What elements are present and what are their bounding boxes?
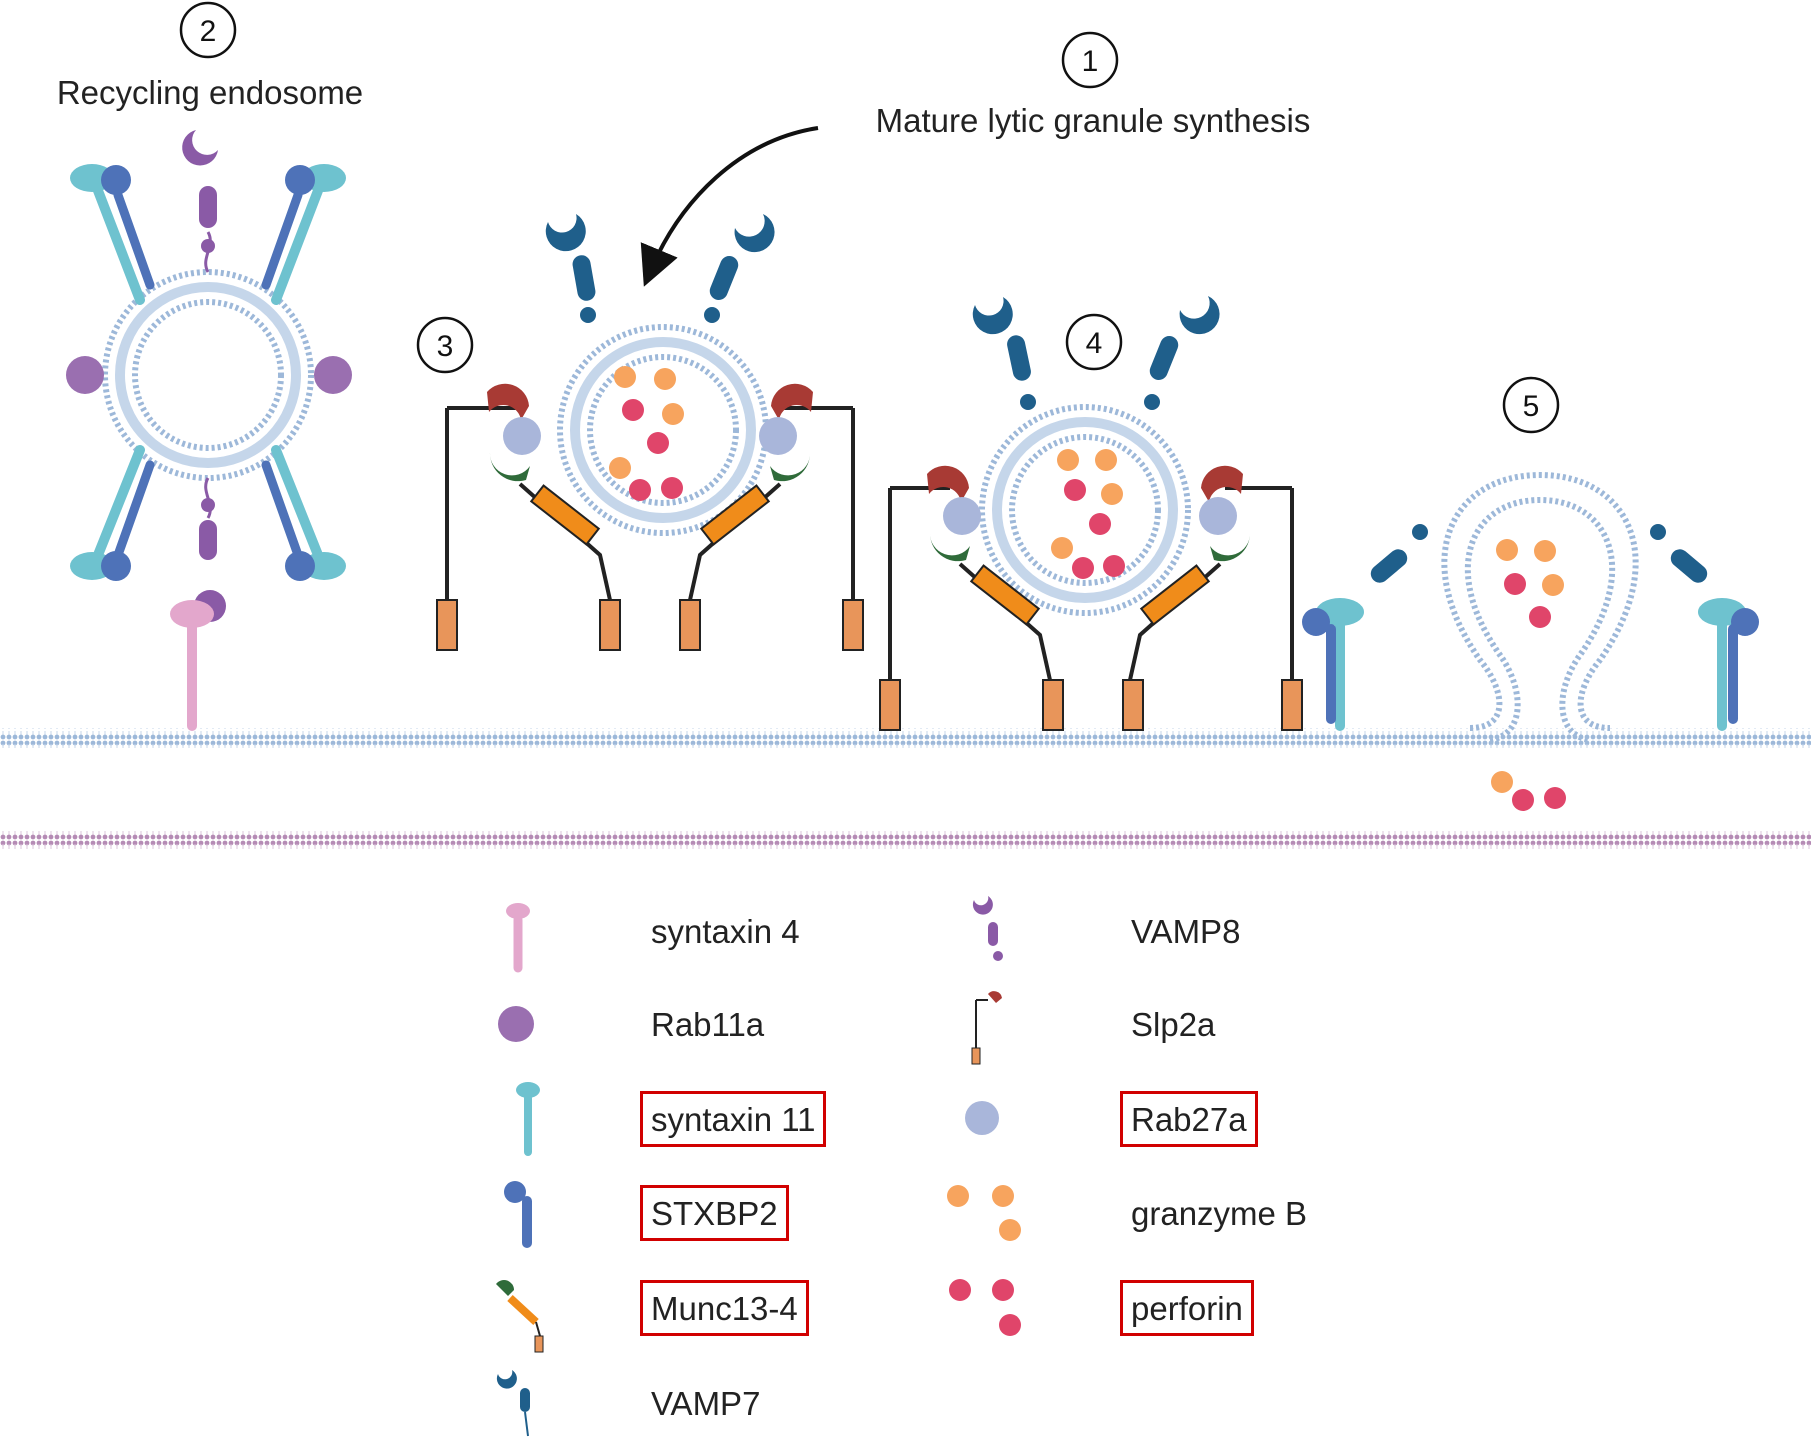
legend-label-granzyme-b: granzyme B bbox=[1131, 1197, 1307, 1230]
legend-label-syntaxin-11: syntaxin 11 bbox=[640, 1091, 827, 1147]
lytic-granule-step-4 bbox=[979, 404, 1191, 616]
target-cell-membrane bbox=[0, 830, 1811, 850]
slp2a-icon bbox=[879, 465, 1303, 731]
legend-text: STXBP2 bbox=[651, 1195, 778, 1232]
syntaxin-11-icon bbox=[70, 164, 346, 580]
step-1-label: Mature lytic granule synthesis bbox=[876, 102, 1311, 139]
legend-text: VAMP7 bbox=[651, 1385, 761, 1422]
legend-text: Rab11a bbox=[651, 1006, 765, 1043]
legend-text: Slp2a bbox=[1131, 1006, 1216, 1043]
vamp8-icon bbox=[182, 130, 226, 622]
legend-label-syntaxin-4: syntaxin 4 bbox=[651, 915, 800, 948]
legend-text: syntaxin 11 bbox=[651, 1101, 816, 1138]
legend-syntaxin-4-icon bbox=[506, 903, 530, 973]
legend-text: Munc13-4 bbox=[651, 1290, 798, 1327]
legend-rab11a-icon bbox=[498, 1006, 534, 1042]
step-1-number: 1 bbox=[1082, 45, 1099, 78]
legend-rab27a-icon bbox=[965, 1101, 999, 1135]
granule-4-contents bbox=[1051, 449, 1125, 579]
granule-3-contents bbox=[609, 366, 684, 501]
step-2-label: Recycling endosome bbox=[57, 74, 363, 111]
fusion-pore bbox=[1441, 471, 1639, 743]
rab27a-icon bbox=[943, 497, 1237, 535]
legend-vamp7-icon bbox=[496, 1370, 530, 1437]
legend-granzyme-b-icon bbox=[947, 1185, 1021, 1241]
rab27a-icon bbox=[503, 417, 797, 455]
granule-5-contents bbox=[1491, 539, 1566, 811]
slp2a-icon bbox=[436, 383, 864, 651]
legend-label-slp2a: Slp2a bbox=[1131, 1008, 1215, 1041]
step-2-number: 2 bbox=[200, 15, 217, 48]
legend-label-stxbp2: STXBP2 bbox=[640, 1185, 789, 1241]
step-5-number: 5 bbox=[1523, 390, 1540, 423]
step-1-marker: 1 bbox=[1061, 31, 1119, 89]
munc13-4-icon bbox=[489, 452, 811, 651]
legend-label-perforin: perforin bbox=[1120, 1280, 1254, 1336]
legend-label-munc13-4: Munc13-4 bbox=[640, 1280, 809, 1336]
step-5-marker: 5 bbox=[1502, 376, 1560, 434]
legend-text: Rab27a bbox=[1131, 1101, 1247, 1138]
step-4-number: 4 bbox=[1086, 327, 1103, 360]
munc13-4-icon bbox=[929, 532, 1251, 731]
legend-label-vamp8: VAMP8 bbox=[1131, 915, 1240, 948]
step-4-marker: 4 bbox=[1065, 313, 1123, 371]
stxbp2-icon bbox=[101, 165, 315, 581]
step-2-marker: 2 bbox=[179, 1, 237, 59]
legend-stxbp2-icon bbox=[504, 1181, 532, 1248]
vamp7-icon bbox=[545, 214, 775, 323]
legend-syntaxin-11-icon bbox=[516, 1082, 540, 1156]
legend-label-rab27a: Rab27a bbox=[1120, 1091, 1258, 1147]
cell-plasma-membrane bbox=[0, 728, 1811, 748]
recycling-endosome bbox=[102, 269, 314, 481]
vamp7-icon bbox=[972, 296, 1220, 410]
legend-perforin-icon bbox=[949, 1279, 1021, 1336]
legend-text: VAMP8 bbox=[1131, 913, 1241, 950]
legend-text: perforin bbox=[1131, 1290, 1243, 1327]
step-3-marker: 3 bbox=[416, 316, 474, 374]
legend-text: syntaxin 4 bbox=[651, 913, 800, 950]
rab11a-icon bbox=[66, 356, 352, 394]
legend-vamp8-icon bbox=[972, 896, 1003, 961]
synthesis-arrow bbox=[640, 126, 819, 287]
vamp7-icon bbox=[1370, 524, 1708, 583]
legend-label-vamp7: VAMP7 bbox=[651, 1387, 760, 1420]
legend-label-rab11a: Rab11a bbox=[651, 1008, 764, 1041]
legend-text: granzyme B bbox=[1131, 1195, 1308, 1232]
step-3-number: 3 bbox=[437, 330, 454, 363]
legend-slp2a-icon bbox=[971, 991, 1002, 1065]
stxbp2-icon bbox=[1302, 608, 1759, 724]
syntaxin-4-icon bbox=[170, 600, 214, 731]
legend-munc13-4-icon bbox=[496, 1280, 544, 1353]
